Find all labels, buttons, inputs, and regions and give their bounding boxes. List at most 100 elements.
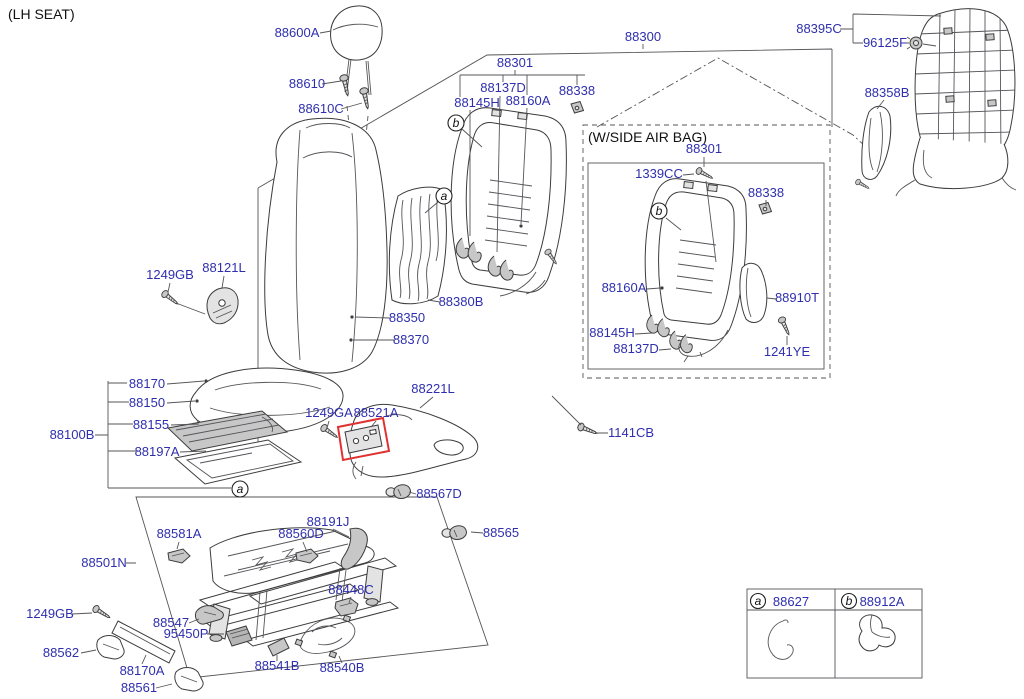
headrest-bolt-88610C [358, 86, 373, 110]
cover-88561 [174, 667, 204, 692]
cushion-pan-drawing-88197A [173, 439, 303, 485]
callout-a-pad: a [435, 187, 453, 205]
part-label-88567D: 88567D [416, 486, 462, 501]
part-label-88350: 88350 [389, 310, 425, 325]
part-label-1141CB: 1141CB [608, 425, 654, 440]
part-label-88191J: 88191J [307, 514, 350, 529]
side-airbag-frame-drawing [644, 178, 747, 363]
part-label-88338: 88338 [559, 83, 595, 98]
part-label-96125F: 96125F [863, 35, 907, 50]
part-label-88610: 88610 [289, 76, 325, 91]
part-label-88581A: 88581A [157, 526, 202, 541]
headrest-bolt-88610 [338, 73, 353, 97]
part-label-88338-airbag: 88338 [748, 185, 784, 200]
callout-b-main-frame: b [447, 114, 465, 132]
part-label-88560D: 88560D [278, 526, 324, 541]
clip-88567D [385, 484, 411, 499]
bolt-1249GB-upper [159, 288, 181, 308]
bracket-88448C [334, 597, 359, 617]
bolt-1249GB-lower [91, 603, 113, 622]
grommet-96125F [906, 36, 923, 50]
module-95450P [225, 625, 253, 647]
part-label-1249GA: 1249GA [305, 405, 353, 420]
cover-88541B [267, 637, 290, 657]
part-label-88521A: 88521A [354, 405, 399, 420]
part-label-88137D: 88137D [480, 80, 526, 95]
bracket-88581A [167, 548, 191, 564]
seatback-pad-drawing-88380B [388, 186, 447, 305]
bracket-88547 [195, 605, 224, 625]
part-label-88448C: 88448C [328, 582, 374, 597]
seatback-frame-drawing [450, 107, 567, 297]
assembly-boundary-88300 [257, 44, 833, 446]
part-label-88170A: 88170A [120, 663, 165, 678]
bracket-88560D [295, 548, 319, 564]
part-label-88541B: 88541B [255, 658, 300, 673]
part-label-88121L: 88121L [202, 260, 245, 275]
part-label-88600A: 88600A [275, 25, 320, 40]
callout-a-cushion: a [231, 480, 249, 498]
legend-part-88627: 88627 [773, 594, 809, 609]
airbag-module-drawing-88910T [739, 262, 768, 323]
legend-drawing-bushing-88912A [858, 614, 896, 652]
clip-88338-airbag [758, 201, 773, 215]
bolt-1241YE [776, 315, 793, 337]
legend-table: a 88627 b 88912A [746, 588, 923, 679]
leader-lines [71, 13, 942, 689]
part-label-88145H: 88145H [454, 95, 500, 110]
part-label-88610C: 88610C [298, 101, 344, 116]
belt-88191J [340, 527, 368, 570]
seatback-cushion-drawing [264, 117, 388, 374]
part-label-88137D-airbag: 88137D [613, 341, 659, 356]
part-label-95450P: 95450P [164, 626, 209, 641]
legend-part-88912A: 88912A [860, 594, 905, 609]
part-label-1249GB: 1249GB [146, 267, 194, 282]
part-label-88301-airbag: 88301 [686, 141, 722, 156]
switch-highlight-box [336, 416, 391, 462]
part-label-88540B: 88540B [320, 660, 365, 675]
part-label-88150: 88150 [129, 395, 165, 410]
part-label-88561: 88561 [121, 680, 157, 695]
legend-drawing-hook-88627 [767, 619, 794, 660]
legend-key-a: a [755, 594, 762, 608]
part-label-88547: 88547 [153, 615, 189, 630]
callout-letter: b [453, 116, 460, 130]
bolster-pad-drawing-88358B [854, 105, 892, 192]
part-label-88221L: 88221L [411, 381, 454, 396]
part-label-88300: 88300 [625, 29, 661, 44]
part-label-88380B: 88380B [439, 294, 484, 309]
bolt-1249GA [319, 422, 340, 441]
part-label-88565: 88565 [483, 525, 519, 540]
part-label-88301: 88301 [497, 55, 533, 70]
recliner-cover-drawing-88121L [206, 287, 239, 325]
page-title: (LH SEAT) [8, 6, 75, 22]
part-label-88160A-airbag: 88160A [602, 280, 647, 295]
part-label-88910T: 88910T [775, 290, 819, 305]
bolt-1339CC [694, 166, 715, 182]
seat-switch-drawing-88521A [344, 424, 383, 454]
part-label-88160A: 88160A [506, 93, 551, 108]
track-assembly-box [135, 496, 489, 679]
part-label-88145H-airbag: 88145H [589, 325, 635, 340]
clip-88338-main [570, 100, 585, 114]
part-label-1339CC: 1339CC [635, 166, 683, 181]
part-label-88358B: 88358B [865, 85, 910, 100]
side-airbag-note: (W/SIDE AIR BAG) [588, 129, 707, 145]
part-label-88100B: 88100B [50, 427, 95, 442]
callout-letter: a [237, 482, 244, 496]
harness-88540B [294, 614, 356, 659]
callout-letter: a [441, 189, 448, 203]
part-label-88197A: 88197A [135, 444, 180, 459]
part-label-88501N: 88501N [81, 555, 127, 570]
part-label-1249GB-lower: 1249GB [26, 606, 74, 621]
part-label-88395C: 88395C [796, 21, 842, 36]
cover-88562 [96, 635, 125, 660]
side-airbag-box [582, 124, 831, 379]
part-label-88562: 88562 [43, 645, 79, 660]
part-label-88370: 88370 [393, 332, 429, 347]
side-shield-drawing-88221L [349, 403, 479, 480]
callout-b-airbag-frame: b [650, 202, 668, 220]
legend-key-b: b [846, 594, 853, 608]
